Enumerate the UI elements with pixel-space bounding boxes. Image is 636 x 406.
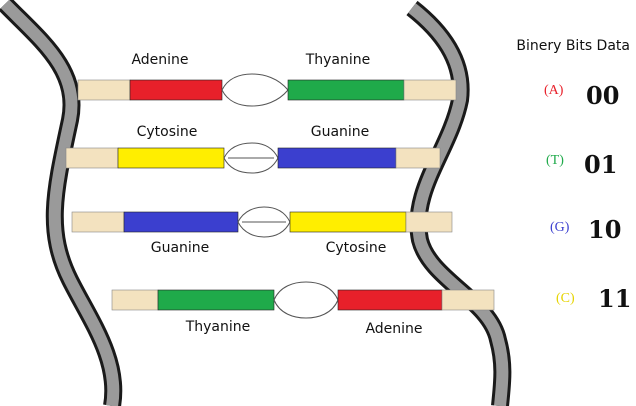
legend-bits-g: 10 (588, 215, 621, 244)
sugar-cap-right (442, 290, 494, 310)
base-adenine (338, 290, 442, 310)
base-pair-rung-3: Guanine Cytosine (72, 207, 452, 256)
rung-4-right-label: Adenine (365, 321, 422, 337)
rung-3-left-label: Guanine (151, 240, 210, 256)
right-backbone (412, 8, 502, 406)
sugar-cap-right (404, 80, 456, 100)
rung-1-right-label: Thyanine (305, 52, 371, 68)
legend-code-a: (A) (544, 83, 564, 98)
legend-row-c: (C) 11 (556, 284, 631, 313)
legend-code-g: (G) (550, 220, 570, 235)
base-adenine (130, 80, 222, 100)
base-thyanine (158, 290, 274, 310)
base-thyanine (288, 80, 404, 100)
sugar-cap-right (406, 212, 452, 232)
base-pair-rung-2: Cytosine Guanine (66, 124, 440, 173)
hydrogen-bond (222, 74, 288, 106)
base-guanine (278, 148, 396, 168)
base-cytosine (118, 148, 224, 168)
legend-row-g: (G) 10 (550, 215, 621, 244)
sugar-cap-left (66, 148, 118, 168)
sugar-cap-left (112, 290, 158, 310)
hydrogen-bond (274, 282, 338, 318)
legend-bits-t: 01 (584, 150, 617, 179)
legend-row-a: (A) 00 (544, 81, 619, 110)
legend-code-t: (T) (546, 153, 564, 168)
legend-bits-c: 11 (598, 284, 631, 313)
sugar-cap-left (78, 80, 130, 100)
rung-3-right-label: Cytosine (326, 240, 387, 256)
base-cytosine (290, 212, 406, 232)
sugar-cap-right (396, 148, 440, 168)
rung-1-left-label: Adenine (131, 52, 188, 68)
legend-bits-a: 00 (586, 81, 619, 110)
left-backbone (5, 4, 113, 406)
base-guanine (124, 212, 238, 232)
base-pair-rung-1: Adenine Thyanine (78, 52, 456, 106)
rung-2-left-label: Cytosine (137, 124, 198, 140)
legend-code-c: (C) (556, 291, 575, 306)
rung-2-right-label: Guanine (311, 124, 370, 140)
sugar-cap-left (72, 212, 124, 232)
base-pair-rung-4: Thyanine Adenine (112, 282, 494, 337)
rung-4-left-label: Thyanine (185, 319, 251, 335)
legend-row-t: (T) 01 (546, 150, 617, 179)
legend-title: Binery Bits Data (516, 38, 630, 54)
